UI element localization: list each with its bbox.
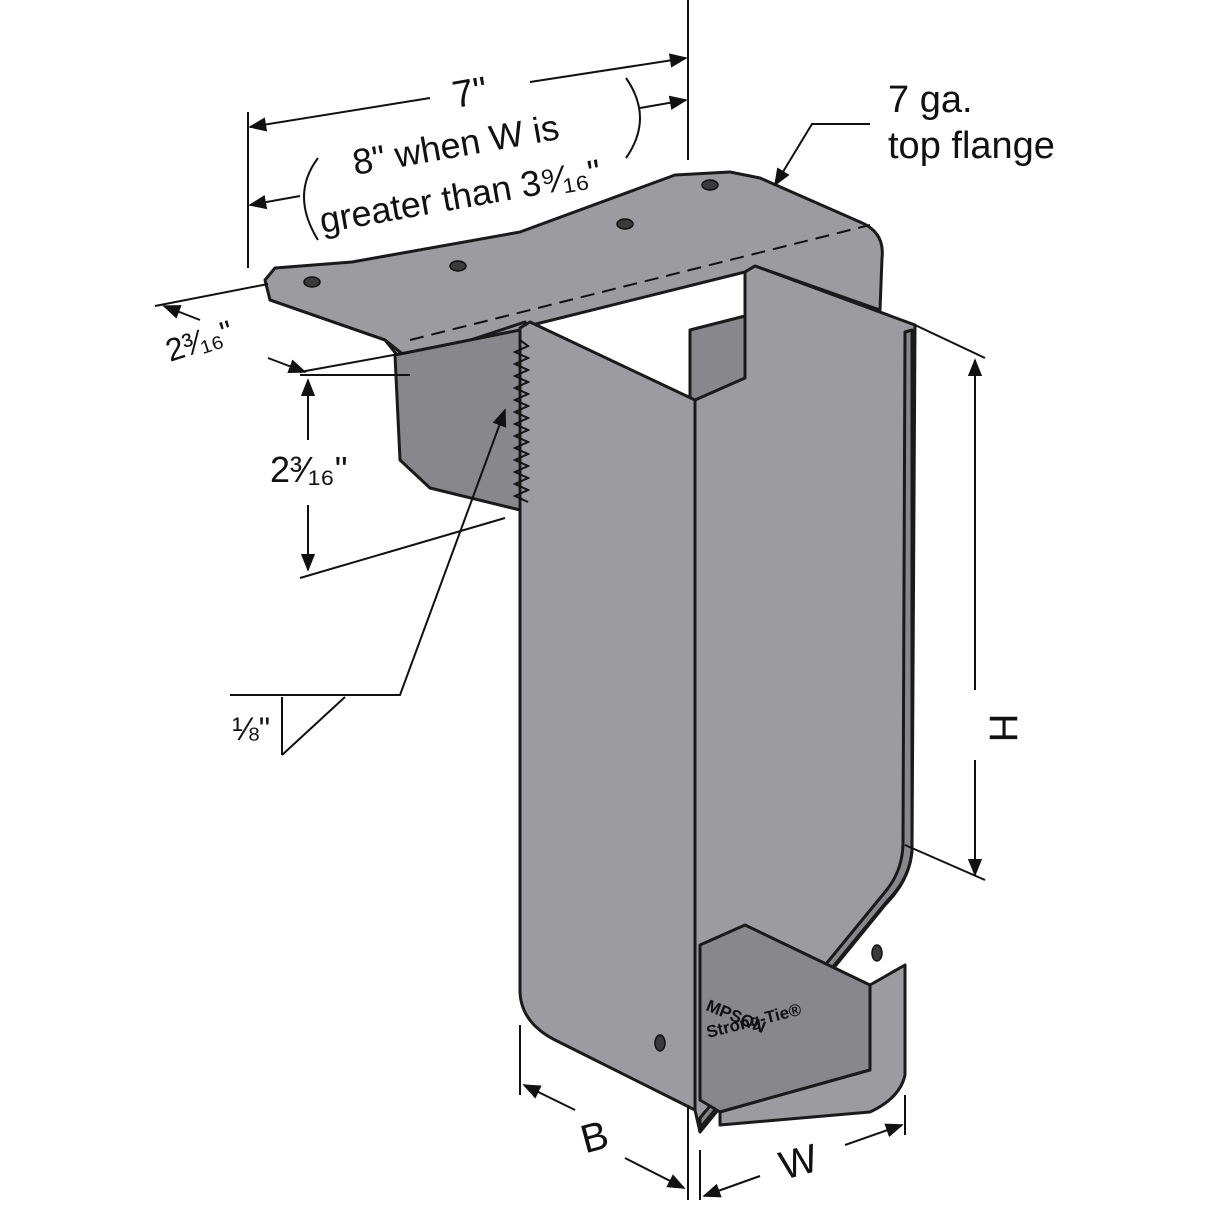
seat-right-face [718,963,907,1127]
flange-tab-face [393,328,522,512]
width-arrow-right [844,1123,904,1146]
bearing-arrow-left [522,1084,576,1111]
front-side-plate [518,320,697,1112]
bearing-label: B [576,1113,613,1162]
length-7-arrow-left [248,97,431,132]
length-8-arrow-right [639,95,688,110]
right-plate-inner [698,328,914,1130]
flange-callout-leader [774,123,870,187]
width-arrow-left [702,1175,761,1198]
paren-left [303,157,319,241]
dimension-lines [154,0,986,1200]
top-flange-length-label: 7" [449,69,490,116]
weld-gap-leader [230,408,507,696]
flange-hole-1 [303,276,321,288]
height-label: H [981,714,1025,743]
flange-depth-arrow-2 [267,357,307,374]
side-hole-right [871,944,883,962]
bearing-arrow-right [624,1157,686,1189]
flange-hole-3 [616,218,634,230]
flange-callout-line-2: top flange [888,125,1055,167]
length-7-arrow-right [529,53,688,83]
flange-depth-label: 2³⁄₁₆" [161,313,238,369]
weld-bead [512,339,531,503]
weld-gap-label: ⅛" [232,711,270,747]
flange-hole-2 [449,260,467,272]
flange-depth-arrow-1 [162,305,201,321]
top-flange-plate [263,170,884,362]
paren-right [625,77,641,159]
flange-callout-line-1: 7 ga. [888,79,973,121]
side-hole-left [654,1034,666,1052]
width-label: W [775,1136,823,1188]
flange-hole-4 [701,179,719,191]
hanger-body: MPSON Strong-Tie® [263,170,917,1134]
flange-drop-label: 2³⁄₁₆" [270,449,347,490]
length-8-arrow-left [248,195,301,210]
